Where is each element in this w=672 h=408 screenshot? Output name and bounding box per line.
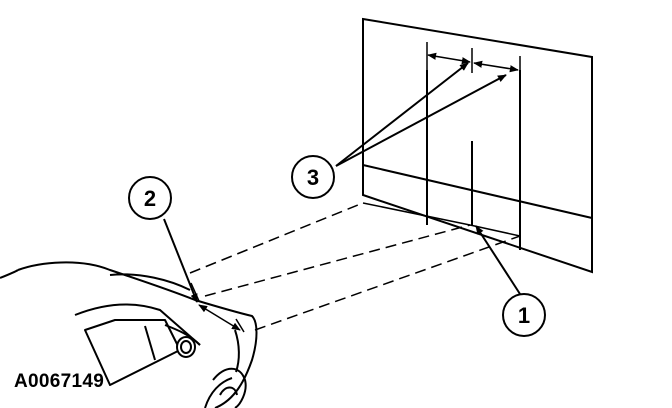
callout-2: 2 — [128, 176, 172, 220]
figure-identifier: A0067149 — [14, 371, 105, 392]
callout-3: 3 — [291, 155, 335, 199]
spacing-dimension-arrows — [426, 42, 521, 80]
callout-3-label: 3 — [307, 165, 319, 190]
callout-leaders — [163, 62, 521, 303]
aiming-screen — [362, 17, 593, 274]
callout-1-label: 1 — [518, 303, 530, 328]
callout-2-label: 2 — [144, 186, 156, 211]
headlamp-distance-dimension — [190, 282, 245, 333]
callout-1: 1 — [502, 293, 546, 337]
light-projection-lines — [189, 202, 521, 331]
